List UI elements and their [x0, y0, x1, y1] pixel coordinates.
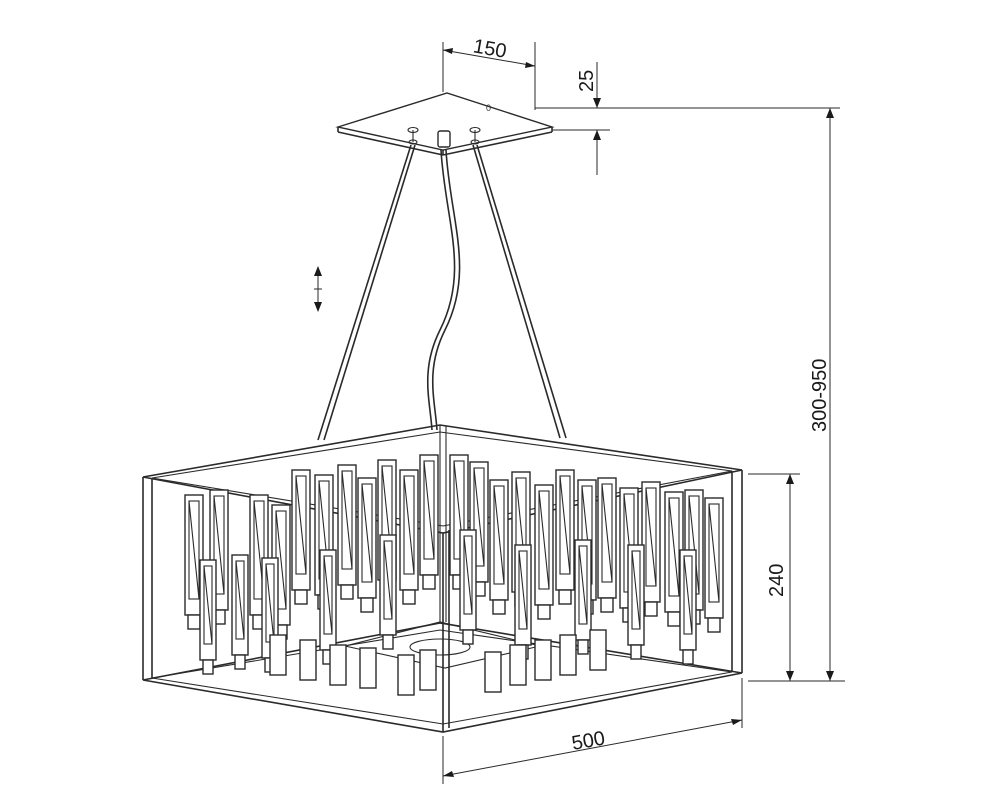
crystal-pendant — [291, 469, 311, 605]
dimension-label-shade-width: 500 — [570, 727, 607, 754]
pendant-bar — [359, 647, 377, 689]
dimension-label-canopy-width: 150 — [472, 35, 509, 62]
pendant-bar — [299, 639, 317, 681]
crystal-pendant — [704, 497, 724, 633]
suspension-cables — [317, 144, 567, 441]
pendant-bar — [534, 639, 552, 681]
canopy-fittings — [407, 126, 481, 148]
crystal-pendant — [199, 559, 217, 675]
pendant-bar — [269, 634, 287, 676]
crystal-pendant — [419, 454, 439, 590]
pendant-bar — [484, 651, 502, 693]
dimension-total-height: 300-950 — [748, 108, 845, 682]
crystal-pendant — [534, 484, 554, 620]
crystal-pendant — [399, 469, 419, 605]
crystal-pendants — [184, 454, 724, 696]
pendant-bar — [589, 629, 607, 671]
pendant-bar — [509, 644, 527, 686]
adjust-arrow-icon — [314, 266, 322, 312]
dimension-label-total-height: 300-950 — [809, 359, 831, 432]
crystal-pendant — [357, 477, 377, 613]
dimension-shade-height: 240 — [748, 473, 800, 681]
crystal-pendant — [627, 544, 645, 660]
crystal-pendant — [459, 529, 477, 645]
crystal-pendant — [679, 549, 697, 665]
crystal-pendant — [597, 477, 617, 613]
pendant-bar — [397, 654, 415, 696]
crystal-pendant — [641, 481, 661, 617]
crystal-pendant — [664, 491, 684, 627]
crystal-pendant — [555, 469, 575, 605]
crystal-pendant — [184, 494, 204, 630]
pendant-bar — [559, 634, 577, 676]
dimension-shade-width: 500 — [442, 678, 743, 784]
crystal-pendant — [574, 539, 592, 655]
ceiling-canopy: 0 — [335, 92, 555, 156]
crystal-pendant — [379, 534, 397, 650]
pendant-bar — [329, 644, 347, 686]
svg-text:0: 0 — [486, 103, 491, 113]
crystal-pendant — [489, 479, 509, 615]
pendant-bar — [419, 649, 437, 691]
crystal-pendant — [231, 554, 249, 670]
dimension-label-shade-height: 240 — [766, 564, 788, 597]
crystal-pendant — [337, 464, 357, 600]
crystal-pendant — [514, 544, 532, 660]
dimension-canopy-height: 25 — [535, 62, 840, 175]
dimension-label-canopy-height: 25 — [576, 70, 598, 92]
